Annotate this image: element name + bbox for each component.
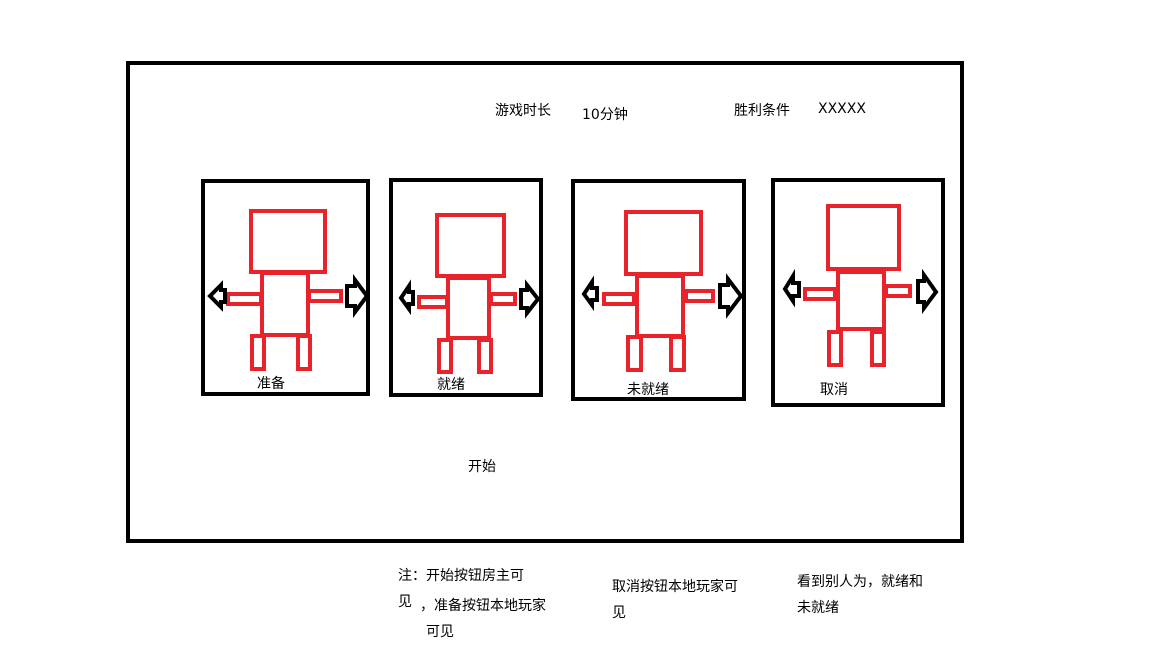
player-card: 就绪 (389, 178, 543, 397)
arrow-right-icon (519, 279, 541, 319)
figure-left-leg (250, 334, 266, 371)
figure-left-arm (602, 292, 636, 306)
duration-value[interactable]: 10分钟 (582, 107, 628, 123)
arrow-left-icon (207, 280, 227, 312)
player-figure (398, 213, 541, 374)
note-line: 未就绪 (797, 600, 839, 616)
figure-head (624, 210, 703, 276)
figure-head (435, 213, 506, 278)
arrow-right-icon (345, 274, 370, 318)
note-line: 见 (612, 605, 626, 621)
victory-label: 胜利条件 (734, 103, 790, 119)
player-card: 未就绪 (571, 179, 746, 401)
arrow-left-icon (398, 279, 415, 316)
figure-body (836, 270, 886, 331)
figure-body (635, 274, 685, 338)
figure-right-leg (669, 335, 686, 372)
arrow-left-icon (581, 275, 599, 312)
start-button[interactable]: 开始 (468, 459, 496, 475)
player-card: 取消 (771, 178, 945, 407)
note-others: 看到别人为，就绪和 未就绪 (797, 569, 923, 621)
figure-right-leg (477, 338, 493, 374)
arrow-right-icon (718, 273, 744, 319)
player-card: 准备 (201, 179, 370, 396)
note-start-ready: 注：开始按钮房主可 见 (398, 563, 524, 615)
figure-left-arm (417, 295, 449, 309)
note-line: ，准备按钮本地玩家 (420, 598, 546, 614)
player-figure (782, 204, 939, 367)
lobby-frame (126, 61, 964, 543)
note-line: 可见 (426, 624, 454, 640)
figure-head (826, 204, 901, 271)
figure-right-leg (870, 330, 886, 367)
figure-body (260, 271, 310, 337)
arrow-left-icon (782, 268, 801, 308)
status-ready-label: 就绪 (437, 377, 465, 393)
player-figure (207, 209, 370, 371)
cancel-button[interactable]: 取消 (820, 382, 848, 398)
status-not-ready-label: 未就绪 (627, 382, 669, 398)
note-line: 取消按钮本地玩家可 (612, 579, 738, 595)
figure-left-arm (226, 292, 263, 306)
figure-body (446, 276, 491, 340)
figure-right-leg (296, 334, 312, 371)
figure-right-arm (684, 289, 715, 303)
note-line: 见 (398, 594, 412, 610)
figure-left-leg (626, 335, 643, 372)
note-line: 看到别人为，就绪和 (797, 574, 923, 590)
figure-left-leg (827, 330, 843, 367)
figure-right-arm (307, 289, 343, 303)
note-cancel: 取消按钮本地玩家可 见 (612, 574, 738, 626)
note-start-ready-cont: ，准备按钮本地玩家 可见 (420, 593, 546, 645)
figure-left-arm (803, 287, 837, 301)
duration-label: 游戏时长 (495, 103, 551, 119)
note-line: 注：开始按钮房主可 (398, 568, 524, 584)
player-figure (581, 210, 744, 372)
figure-right-arm (489, 292, 517, 306)
figure-head (249, 209, 327, 274)
arrow-right-icon (916, 268, 939, 314)
figure-right-arm (884, 284, 912, 298)
status-ready-button[interactable]: 准备 (257, 376, 285, 392)
figure-left-leg (437, 338, 453, 374)
victory-value[interactable]: XXXXX (818, 101, 866, 117)
